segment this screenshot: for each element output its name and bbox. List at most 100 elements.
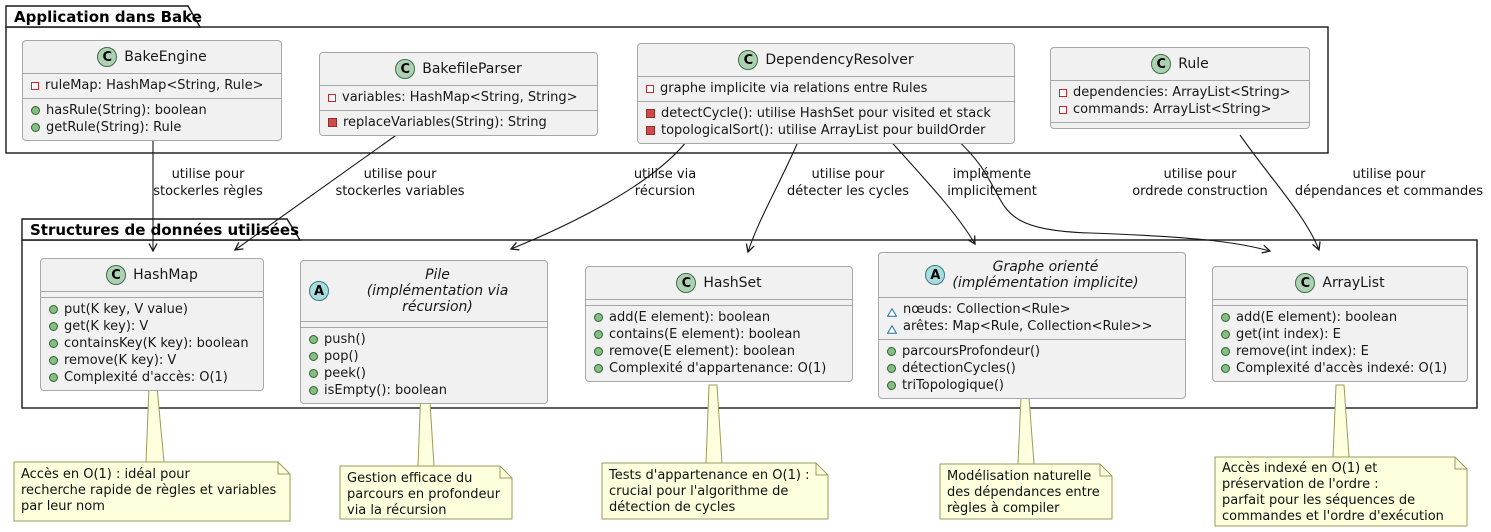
public-method-icon <box>1221 330 1230 339</box>
fields-compartment-empty <box>301 322 547 328</box>
private-field-icon <box>31 81 39 90</box>
note-fold-icon <box>815 463 828 476</box>
class-header: A Graphe orienté (implémentation implici… <box>879 253 1185 298</box>
edge-label-line: utilise pour <box>363 167 437 182</box>
class-name: BakeEngine <box>124 49 207 65</box>
method-text: replaceVariables(String): String <box>343 115 547 130</box>
note-line: des dépendances entre <box>947 485 1100 500</box>
public-method-icon <box>594 347 603 356</box>
class-method: add(E element): boolean <box>594 309 844 326</box>
class-method: peek() <box>309 365 539 382</box>
field-text: ruleMap: HashMap<String, Rule> <box>45 78 264 93</box>
edge-label-line: stockerles règles <box>153 184 263 199</box>
class-rule: C Rule dependencies: ArrayList<String> c… <box>1050 47 1310 129</box>
note-pile: Gestion efficace du parcours en profonde… <box>347 471 500 519</box>
edge-label-line: ordrede construction <box>1132 184 1268 199</box>
method-text: parcoursProfondeur() <box>902 344 1041 359</box>
field-text: dependencies: ArrayList<String> <box>1073 85 1291 100</box>
field-text: graphe implicite via relations entre Rul… <box>660 81 928 96</box>
class-method: remove(int index): E <box>1221 343 1459 360</box>
class-name-line: Pile <box>425 267 450 283</box>
class-name: ArrayList <box>1322 275 1385 291</box>
fields-compartment-empty <box>586 300 852 306</box>
method-text: getRule(String): Rule <box>46 120 182 135</box>
edge-label-line: utilise pour <box>1352 167 1426 182</box>
method-text: put(K key, V value) <box>64 302 188 317</box>
edge-label-line: implémente <box>952 167 1032 182</box>
methods-compartment: replaceVariables(String): String <box>320 111 597 135</box>
field-text: arêtes: Map<Rule, Collection<Rule>> <box>903 319 1153 334</box>
note-body <box>601 462 829 520</box>
note-hashmap: Accès en O(1) : idéal pour recherche rap… <box>21 467 276 515</box>
class-name-line: Graphe orienté <box>992 259 1099 275</box>
class-header: C ArrayList <box>1213 267 1467 300</box>
note-line: commandes et l'ordre d'exécution <box>1222 509 1444 524</box>
public-method-icon <box>31 123 40 132</box>
class-hashmap: C HashMap put(K key, V value) get(K key)… <box>40 258 264 391</box>
edge-label-ordre-construction: utilise pour ordrede construction <box>1132 166 1268 200</box>
private-field-icon <box>1059 105 1067 114</box>
class-method: push() <box>309 331 539 348</box>
note-line: recherche rapide de règles et variables <box>21 483 277 498</box>
arrow-rule-arraylist <box>1239 134 1321 252</box>
class-method: isEmpty(): boolean <box>309 382 539 399</box>
public-method-icon <box>31 106 40 115</box>
fields-compartment: nœuds: Collection<Rule> arêtes: Map<Rule… <box>879 298 1185 340</box>
class-pile: A Pile (implémentation via récursion) pu… <box>300 260 548 404</box>
class-graphe-oriente: A Graphe orienté (implémentation implici… <box>878 252 1186 399</box>
edge-label-via-recursion: utilise via récursion <box>634 166 696 200</box>
method-text: détectionCycles() <box>902 361 1016 376</box>
private-field-icon <box>1059 88 1067 97</box>
class-stereotype-icon: C <box>97 47 118 67</box>
method-text: get(K key): V <box>64 319 149 334</box>
method-text: remove(int index): E <box>1236 344 1369 359</box>
fields-compartment-empty <box>1213 300 1467 306</box>
method-text: remove(E element): boolean <box>609 344 795 359</box>
public-method-icon <box>1221 313 1230 322</box>
note-line: parcours en profondeur <box>347 487 501 502</box>
class-bakeengine: C BakeEngine ruleMap: HashMap<String, Ru… <box>22 40 282 141</box>
note-line: préservation de l'ordre : <box>1222 477 1379 492</box>
class-name: BakefileParser <box>422 61 522 77</box>
class-bakefileparser: C BakefileParser variables: HashMap<Stri… <box>319 52 598 136</box>
class-method: get(K key): V <box>49 318 255 335</box>
field-text: variables: HashMap<String, String> <box>342 90 578 105</box>
edge-label-line: stockerles variables <box>335 184 465 199</box>
note-hashset: Tests d'appartenance en O(1) : crucial p… <box>609 468 809 516</box>
private-field-icon <box>646 84 654 93</box>
class-name: HashMap <box>133 267 198 283</box>
note-body <box>13 461 291 522</box>
method-text: topologicalSort(): utilise ArrayList pou… <box>661 123 986 138</box>
method-text: triTopologique() <box>902 378 1005 393</box>
class-method: get(int index): E <box>1221 326 1459 343</box>
method-text: add(E element): boolean <box>1236 310 1398 325</box>
public-method-icon <box>594 364 603 373</box>
fields-compartment: graphe implicite via relations entre Rul… <box>638 77 1014 102</box>
class-header: C BakeEngine <box>23 41 281 74</box>
public-method-icon <box>887 364 896 373</box>
method-text: add(E element): boolean <box>609 310 771 325</box>
edge-label-line: utilise pour <box>811 167 885 182</box>
class-method: hasRule(String): boolean <box>31 102 273 119</box>
dependency-arrows <box>148 130 1321 254</box>
public-method-icon <box>49 373 58 382</box>
edge-label-stocker-variables: utilise pour stockerles variables <box>335 166 464 200</box>
edge-label-line: détecter les cycles <box>787 184 909 199</box>
note-line: parfait pour les séquences de <box>1222 493 1416 508</box>
class-field: dependencies: ArrayList<String> <box>1059 84 1301 101</box>
class-field: nœuds: Collection<Rule> <box>886 301 1177 318</box>
methods-compartment: hasRule(String): boolean getRule(String)… <box>23 99 281 140</box>
private-field-icon <box>328 93 336 102</box>
note-line: Accès en O(1) : idéal pour <box>21 467 190 482</box>
class-name: HashSet <box>703 275 762 291</box>
class-name: Graphe orienté (implémentation implicite… <box>952 259 1138 291</box>
fields-compartment: dependencies: ArrayList<String> commands… <box>1051 81 1309 123</box>
note-fold-icon <box>499 466 512 479</box>
note-line: règles à compiler <box>947 501 1060 516</box>
arrow-dependencyresolver-graphe <box>886 136 976 246</box>
abstract-stereotype-icon: A <box>309 281 329 301</box>
methods-compartment: detectCycle(): utilise HashSet pour visi… <box>638 102 1014 143</box>
note-bodies <box>13 456 1468 527</box>
abstract-stereotype-icon: A <box>925 265 946 285</box>
